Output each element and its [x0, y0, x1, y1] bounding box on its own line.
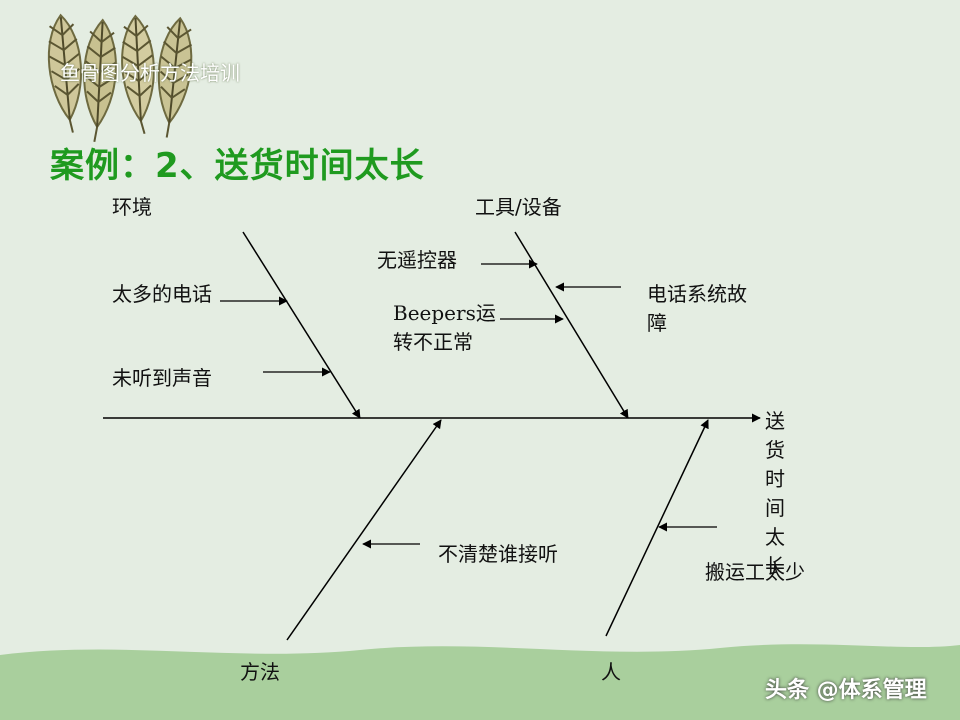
cause-label: 无遥控器	[377, 248, 457, 272]
cause-label: 太多的电话	[112, 282, 212, 306]
slide-title: 案例：2、送货时间太长	[50, 146, 425, 186]
header-title: 鱼骨图分析方法培训	[60, 61, 240, 85]
cause-label: 未听到声音	[112, 366, 212, 390]
cause-label: Beepers运转不正常	[393, 301, 496, 354]
category-label-tools: 工具/设备	[475, 195, 562, 219]
watermark: 头条 @体系管理	[765, 678, 927, 703]
cause-label: 搬运工太少	[705, 560, 805, 584]
cause-label: 电话系统故障	[647, 282, 747, 335]
category-label-environment: 环境	[112, 195, 152, 219]
bone-method	[286, 419, 442, 641]
bone-people	[605, 419, 709, 637]
leaf-icon	[121, 14, 155, 135]
effect-label: 送货时间太长	[765, 409, 785, 578]
ground-decoration	[0, 644, 960, 720]
leaf-icon	[47, 13, 83, 133]
cause-label: 不清楚谁接听	[438, 542, 558, 566]
bone-tools	[514, 231, 629, 419]
bone-environment	[242, 231, 361, 419]
leaf-decoration	[47, 13, 193, 142]
category-label-method: 方法	[240, 660, 280, 684]
leaf-icon	[157, 16, 193, 138]
category-label-people: 人	[601, 660, 621, 684]
leaf-icon	[83, 18, 117, 142]
